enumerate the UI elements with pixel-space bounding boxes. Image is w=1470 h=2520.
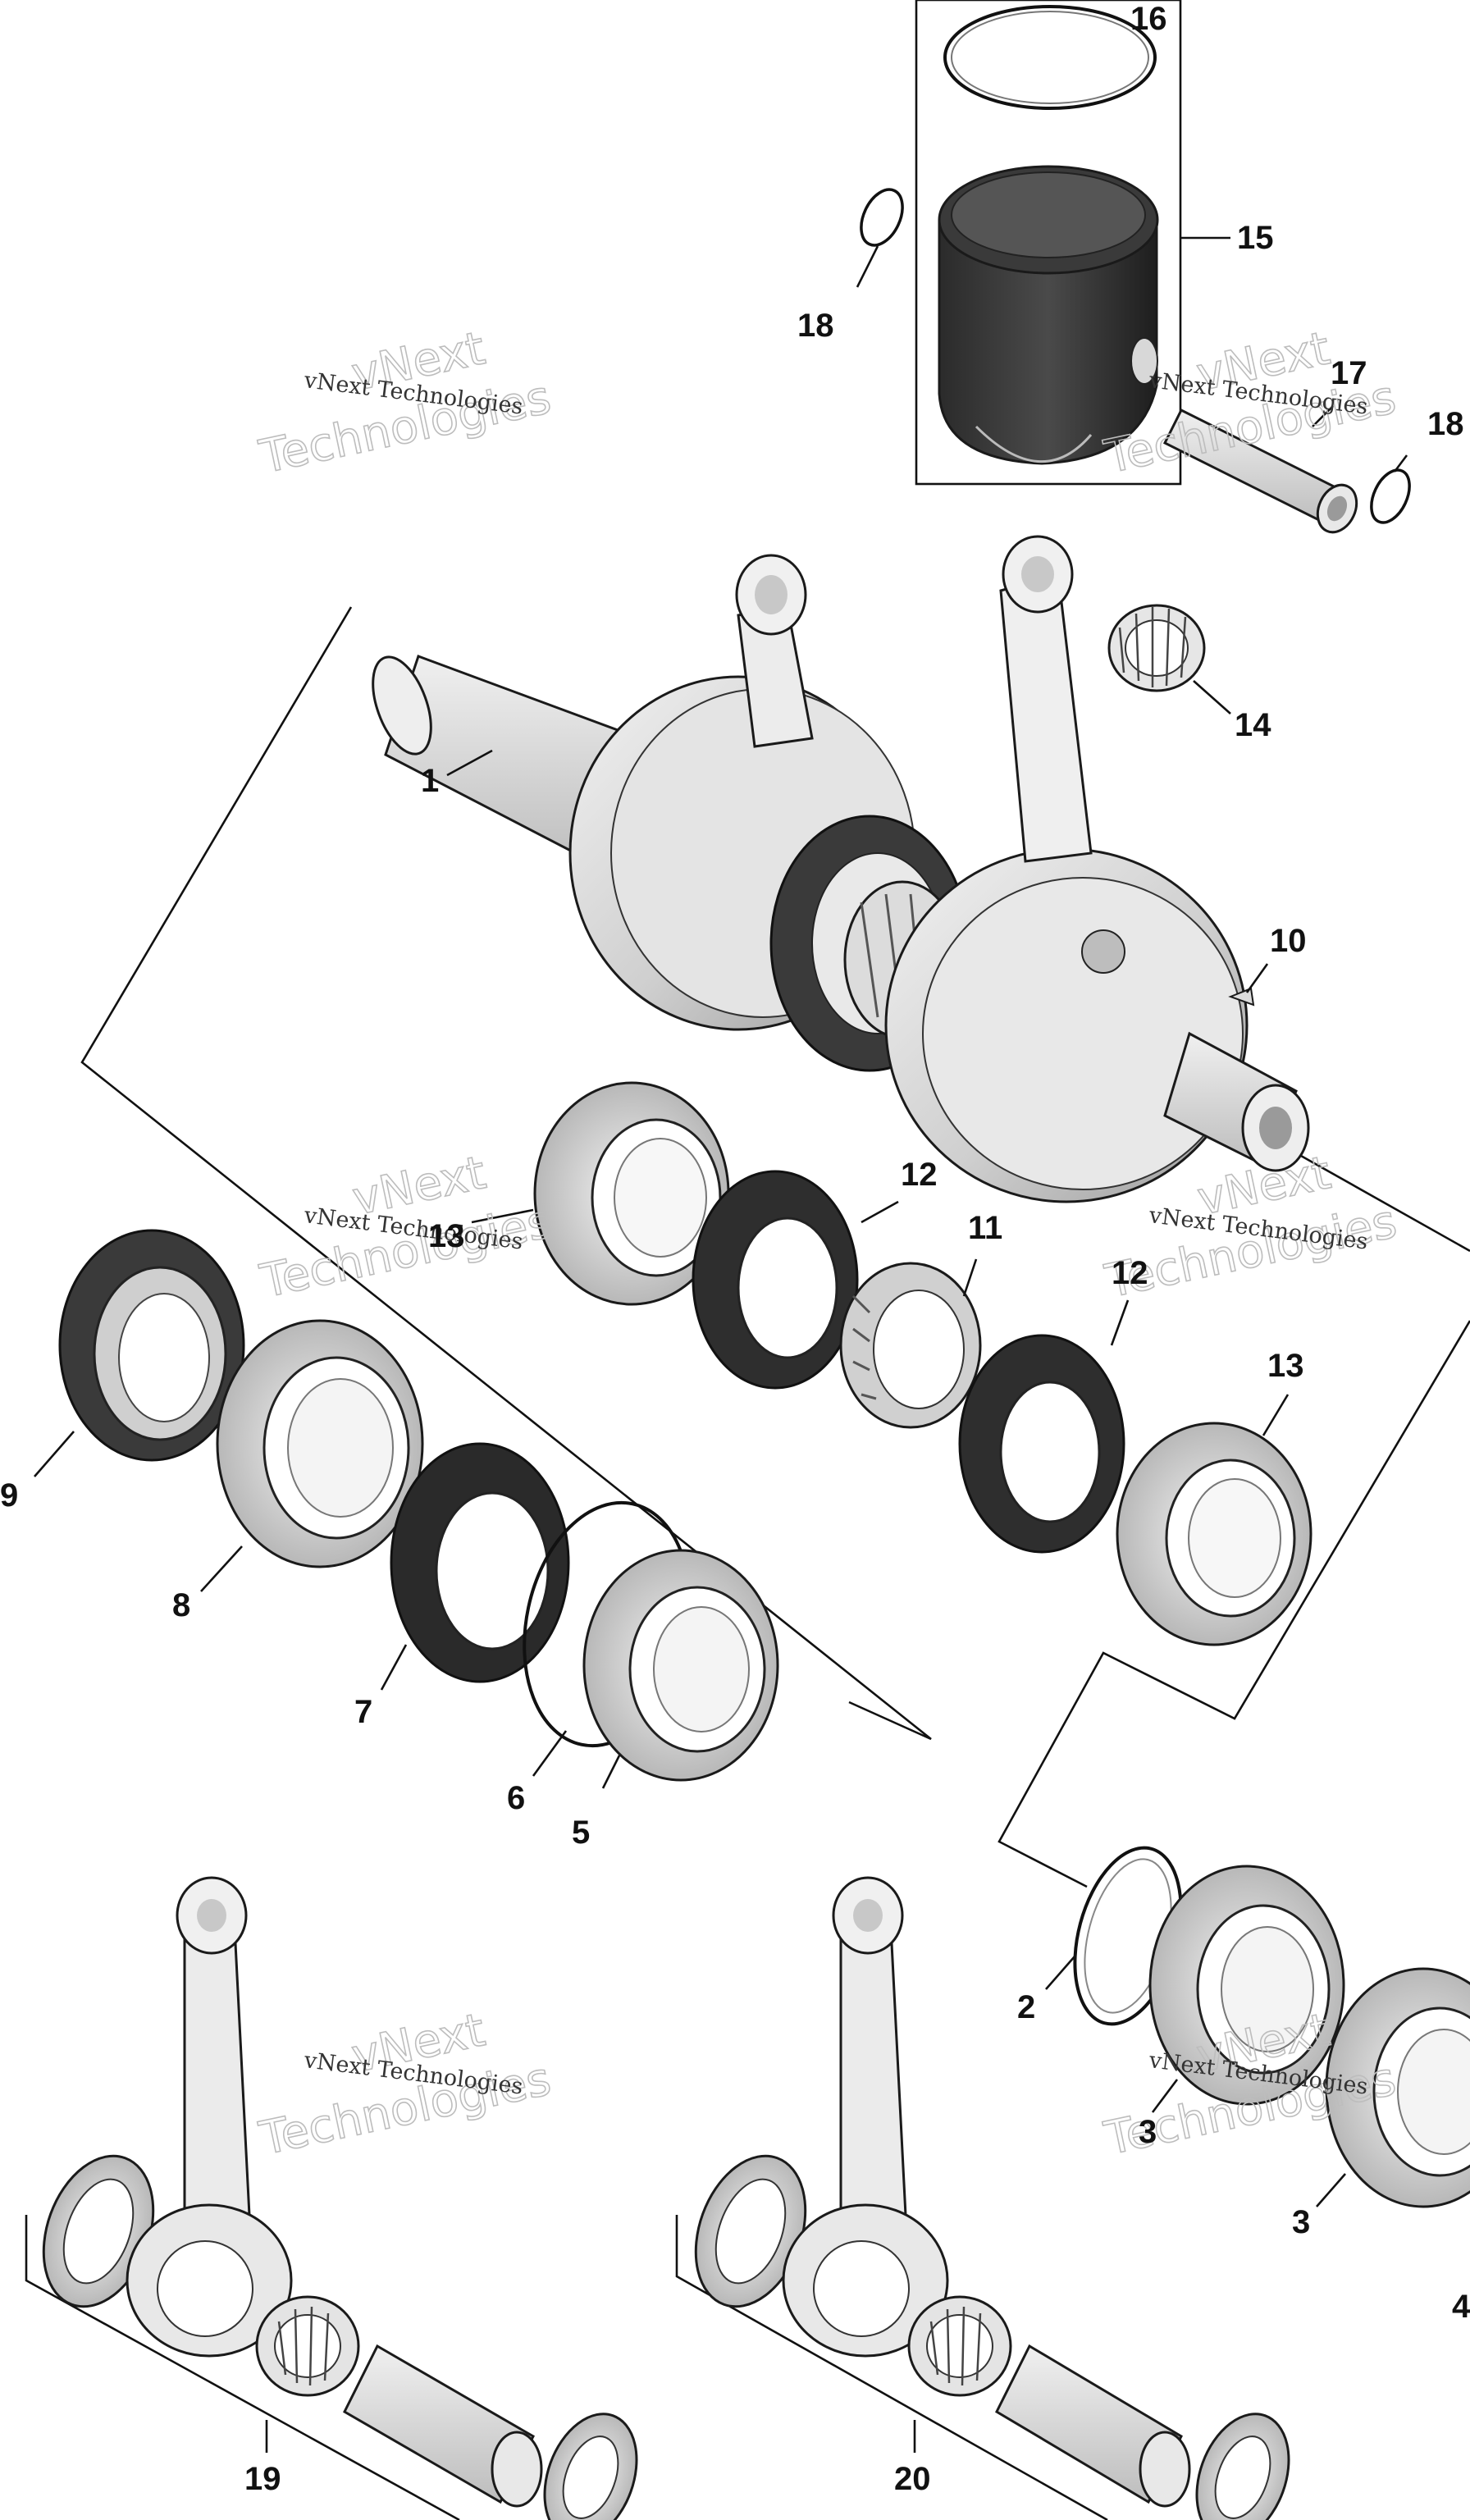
- callout-20: 20: [894, 2461, 931, 2497]
- ball-bearing-upper: [1148, 1865, 1345, 2106]
- leader-lines: [34, 236, 1408, 2453]
- callout-7: 7: [354, 1694, 372, 1730]
- callout-19: 19: [244, 2461, 281, 2497]
- callout-13-upper: 13: [428, 1218, 465, 1254]
- piston-pin-circlip-left: [860, 188, 904, 247]
- callout-16: 16: [1130, 1, 1167, 37]
- callout-9: 9: [0, 1477, 18, 1513]
- piston-pin-circlip-right: [1370, 468, 1411, 524]
- callout-8: 8: [172, 1587, 190, 1623]
- callout-3-upper: 3: [1139, 2114, 1157, 2150]
- callout-18-right: 18: [1427, 406, 1464, 442]
- callout-5: 5: [572, 1815, 590, 1851]
- piston: [938, 165, 1159, 465]
- piston-ring: [943, 5, 1157, 110]
- oil-seal-lower: [390, 1442, 570, 1683]
- callout-11: 11: [968, 1210, 1002, 1246]
- oil-seal-upper-right: [958, 1334, 1125, 1554]
- oil-seal-upper-left: [692, 1170, 859, 1390]
- callout-12-upper: 12: [901, 1157, 938, 1193]
- con-rod-kit-right: [675, 1876, 1290, 2520]
- drive-gear: [839, 1262, 982, 1429]
- crankshaft: [372, 535, 1310, 1203]
- piston-box-outline: [915, 0, 1182, 486]
- callout-2: 2: [1017, 1989, 1035, 2025]
- piston-group: [860, 0, 1411, 534]
- callout-14: 14: [1235, 707, 1271, 743]
- callout-17: 17: [1331, 355, 1367, 391]
- outer-seal-left: [58, 1229, 245, 1462]
- callout-4: 4: [1452, 2289, 1470, 2325]
- callout-3-lower: 3: [1292, 2204, 1310, 2240]
- callout-1: 1: [421, 763, 439, 799]
- main-bearing-lower-left: [216, 1319, 424, 1568]
- callout-6: 6: [507, 1780, 525, 1816]
- piston-pin: [1162, 408, 1358, 534]
- con-rod-kit-left: [25, 1876, 638, 2520]
- ball-bearing-lower: [1325, 1967, 1470, 2208]
- crankshaft-bracket: [80, 606, 1470, 1888]
- main-bearing-lower-right: [582, 1549, 779, 1782]
- callout-12-lower: 12: [1112, 1255, 1148, 1291]
- main-bearing-upper-left: [533, 1081, 730, 1306]
- callout-13-lower: 13: [1267, 1348, 1304, 1384]
- main-bearing-upper-right: [1116, 1422, 1312, 1646]
- callout-18-left: 18: [797, 308, 834, 344]
- callout-15: 15: [1237, 220, 1274, 256]
- callout-10: 10: [1270, 923, 1307, 959]
- needle-bearing-top: [1107, 604, 1206, 692]
